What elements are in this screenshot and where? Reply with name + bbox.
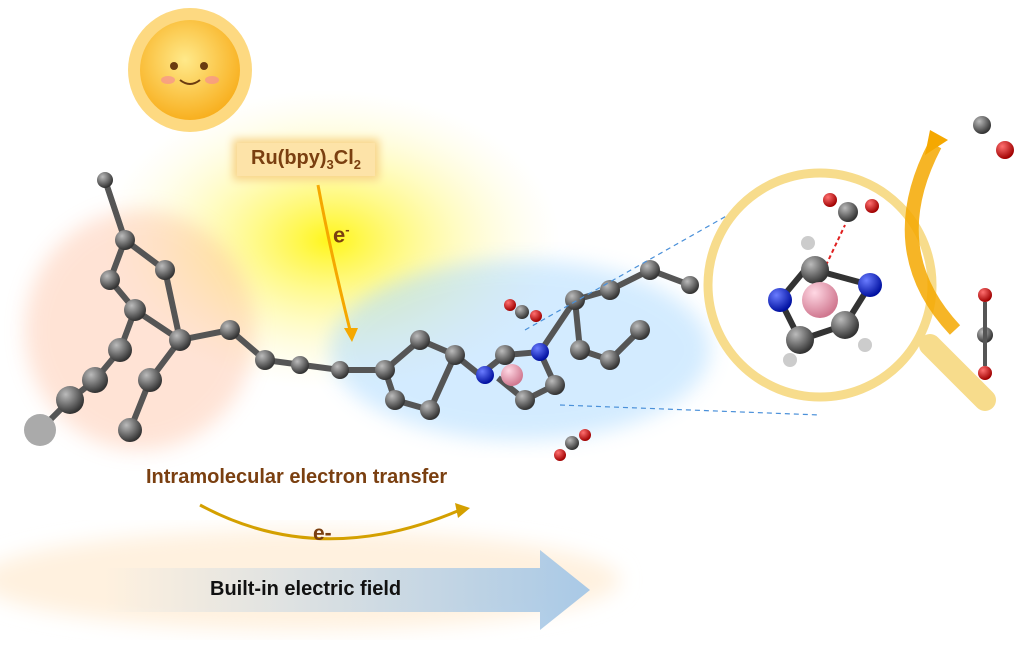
catalyst-sub1: 3 <box>326 157 334 172</box>
atoms <box>24 172 699 446</box>
co2-molecule-free <box>977 288 993 380</box>
electron-arrow-down <box>316 184 352 331</box>
sun-icon <box>128 8 252 132</box>
magnifier-icon <box>703 168 996 411</box>
catalyst-main: Ru(bpy) <box>251 147 327 169</box>
field-arrow <box>105 550 590 630</box>
co2-molecule-near <box>504 299 591 461</box>
product-arrowhead <box>925 130 948 155</box>
catalyst-mid: Cl <box>333 147 354 169</box>
co-molecule <box>973 116 1014 159</box>
acceptor-halo <box>330 260 710 440</box>
product-arrow <box>904 141 961 335</box>
electron-base: e <box>333 222 346 248</box>
catalyst-label: Ru(bpy)3Cl2 <box>237 143 376 176</box>
electron-charge: - <box>345 222 350 237</box>
field-label: Built-in electric field <box>210 578 402 600</box>
catalyst-sub2: 2 <box>353 157 362 172</box>
intramolecular-label: Intramolecular electron transfer <box>146 466 448 488</box>
electron-arrowhead-down <box>344 328 358 342</box>
electron-transfer-arrow <box>199 503 461 541</box>
electron-label-top: e- <box>333 222 350 248</box>
zoom-line-bottom <box>559 404 821 416</box>
electron-label-bottom: e- <box>313 522 332 545</box>
electron-transfer-arrowhead <box>455 503 470 518</box>
molecule <box>37 179 692 433</box>
